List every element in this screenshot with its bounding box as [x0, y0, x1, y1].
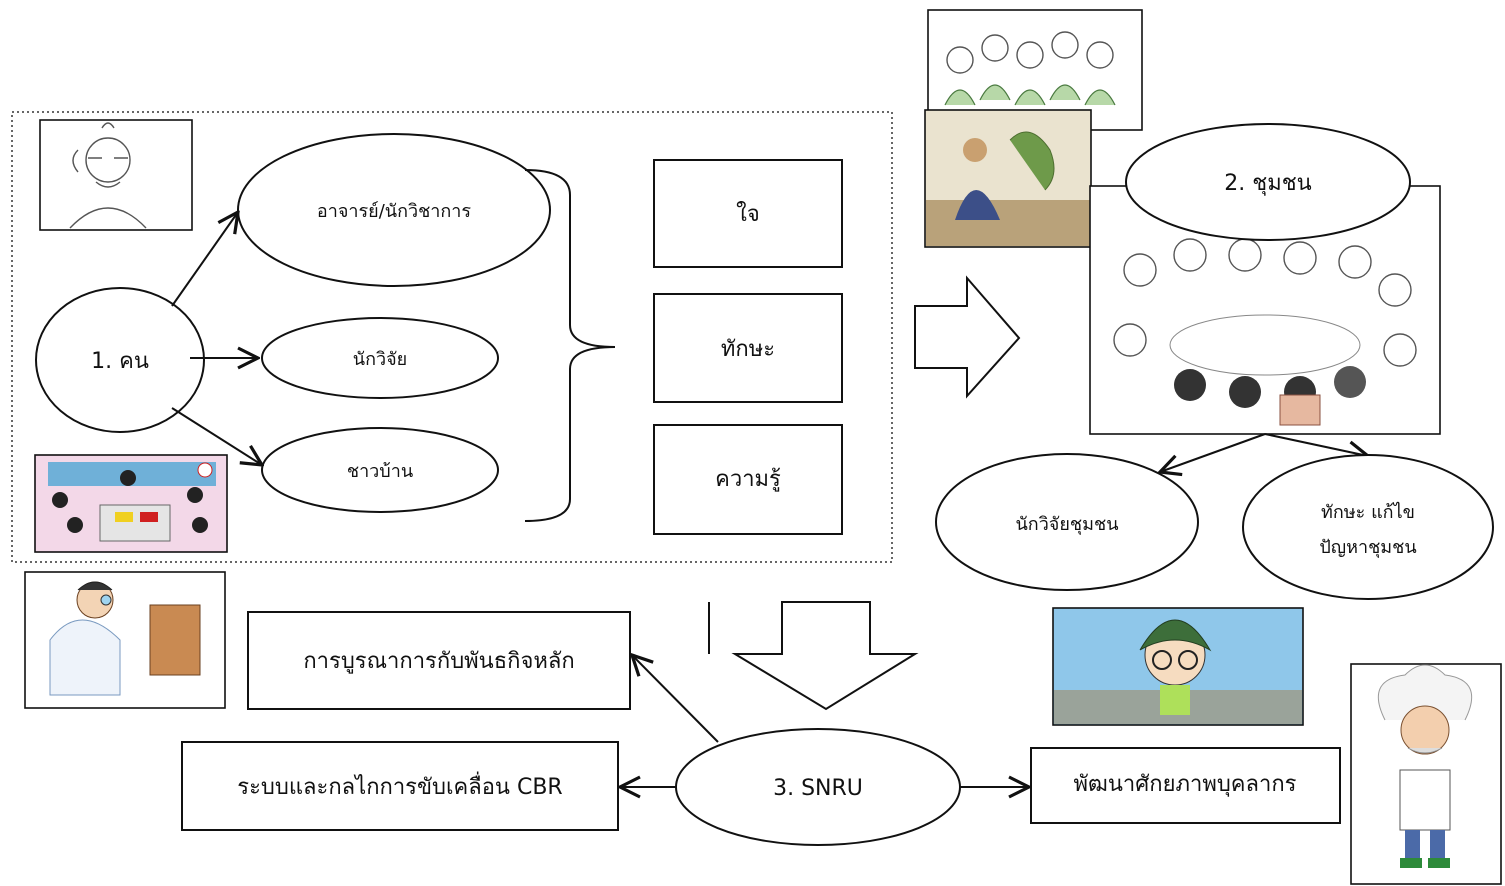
attr-skill-box: [653, 293, 843, 403]
thinking-person-image: [39, 119, 193, 231]
arrow-people-to-villager: [171, 407, 262, 465]
node-role-researcher: [261, 317, 499, 399]
arrow-people-to-lecturer: [171, 212, 238, 307]
big-arrow-right: [914, 275, 1021, 399]
scientist-at-desk-image: [24, 571, 226, 709]
attr-skill-label: ทักษะ: [721, 337, 775, 362]
output-mechanism-box: [181, 741, 619, 831]
group1-frame: [11, 111, 893, 563]
farmer-photo-image: [924, 109, 1092, 248]
node-people: [35, 287, 205, 433]
node-role-lecturer-label: อาจารย์/นักวิชาการ: [317, 201, 471, 222]
node-community-skill-label-2: ปัญหาชุมชน: [1319, 537, 1416, 558]
big-arrow-down: [731, 601, 919, 711]
output-integration-label: การบูรณาการกับพันธกิจหลัก: [303, 649, 574, 674]
output-personnel-box: [1030, 747, 1341, 824]
attr-knowledge-box: [653, 424, 843, 535]
node-people-label: 1. คน: [91, 349, 149, 374]
cartoon-boy-image: [1052, 607, 1304, 726]
attr-heart-label: ใจ: [736, 201, 760, 227]
output-personnel-label: พัฒนาศักยภาพบุคลากร: [1074, 772, 1297, 797]
einstein-cartoon-image: [1350, 663, 1502, 885]
node-community-researcher-label: นักวิจัยชุมชน: [1015, 514, 1118, 535]
node-community: [1125, 123, 1411, 241]
attr-heart-box: [653, 159, 843, 268]
node-community-skill-label-1: ทักษะ แก้ไข: [1321, 501, 1415, 523]
node-role-villager: [261, 427, 499, 513]
attr-knowledge-label: ความรู้: [715, 467, 781, 492]
arrow-community-to-skill: [1264, 433, 1368, 456]
node-snru-label: 3. SNRU: [773, 776, 863, 801]
node-community-skill: [1242, 454, 1494, 600]
node-community-researcher: [935, 453, 1199, 591]
node-community-label: 2. ชุมชน: [1224, 171, 1311, 196]
node-role-researcher-label: นักวิจัย: [353, 349, 407, 370]
node-role-villager-label: ชาวบ้าน: [347, 461, 413, 482]
grouping-brace: [524, 169, 616, 522]
output-mechanism-label: ระบบและกลไกการขับเคลื่อน CBR: [237, 771, 562, 800]
classroom-meeting-image: [34, 454, 228, 553]
arrow-snru-to-integration: [632, 655, 719, 743]
arrow-community-to-researcher: [1160, 433, 1266, 472]
